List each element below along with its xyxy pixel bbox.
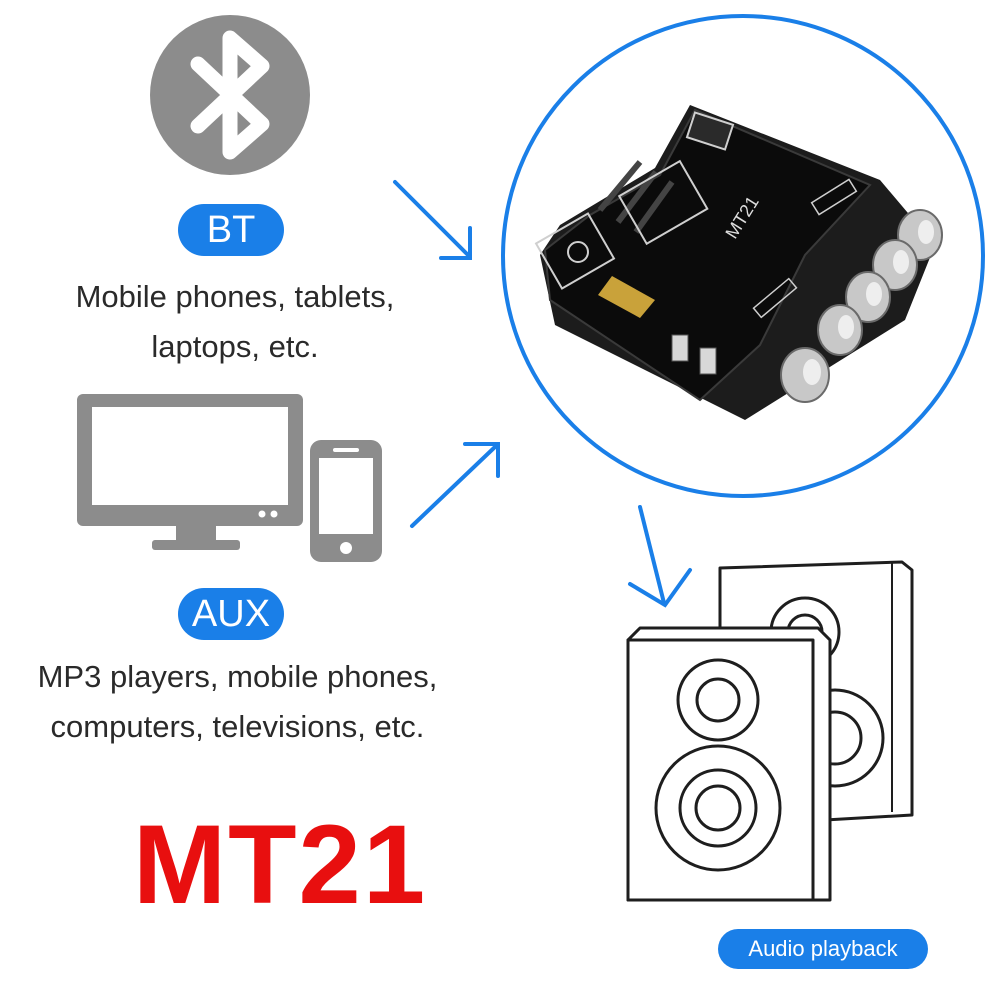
- amplifier-highlight-circle: [501, 14, 985, 498]
- bt-badge: BT: [178, 204, 284, 256]
- arrow-aux-to-amplifier: [410, 442, 500, 528]
- aux-badge: AUX: [178, 588, 284, 640]
- aux-description: MP3 players, mobile phones, computers, t…: [0, 652, 475, 752]
- arrow-bt-to-amplifier: [393, 180, 472, 260]
- bluetooth-icon: [150, 15, 310, 175]
- product-title: MT21: [132, 802, 428, 927]
- bt-description-line2: laptops, etc.: [151, 329, 319, 364]
- aux-description-line2: computers, televisions, etc.: [50, 709, 425, 744]
- bt-description-line1: Mobile phones, tablets,: [75, 279, 395, 314]
- smartphone-icon: [304, 436, 388, 566]
- bt-description: Mobile phones, tablets, laptops, etc.: [40, 272, 430, 372]
- arrow-amplifier-to-speakers: [628, 505, 692, 608]
- amplifier-board-image: MT21: [534, 105, 943, 420]
- audio-playback-badge: Audio playback: [718, 929, 928, 969]
- speakers-icon: [626, 560, 914, 902]
- aux-description-line1: MP3 players, mobile phones,: [37, 659, 438, 694]
- monitor-icon: [77, 394, 303, 550]
